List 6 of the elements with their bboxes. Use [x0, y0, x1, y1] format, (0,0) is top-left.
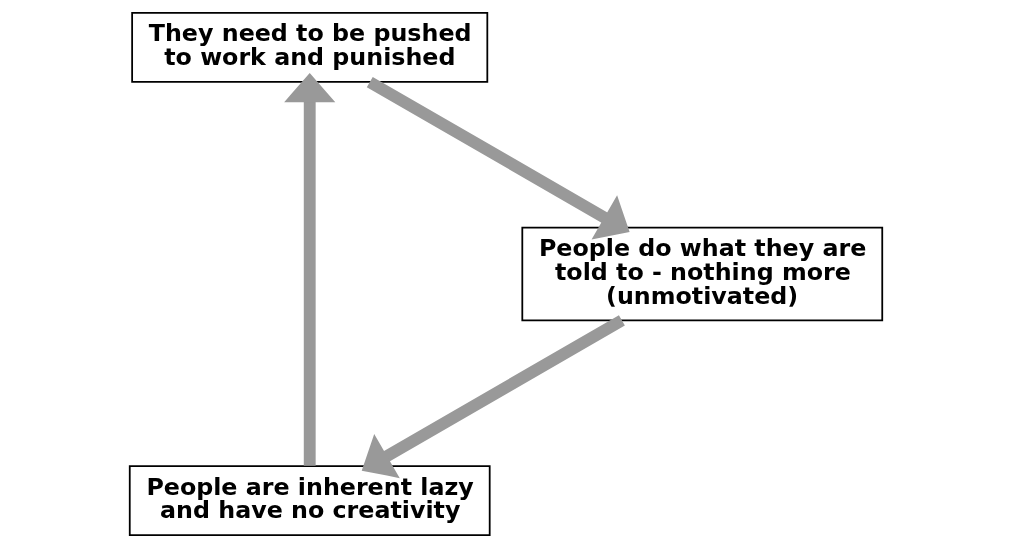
- node-box: People are inherent lazy and have no creativity: [128, 465, 491, 536]
- arrow: [361, 315, 625, 479]
- node-box: They need to be pushed to work and punished: [131, 12, 489, 83]
- node-box: People do what they are told to - nothing more (unmotivated): [521, 226, 884, 322]
- arrow: [284, 72, 336, 466]
- arrow: [366, 76, 630, 240]
